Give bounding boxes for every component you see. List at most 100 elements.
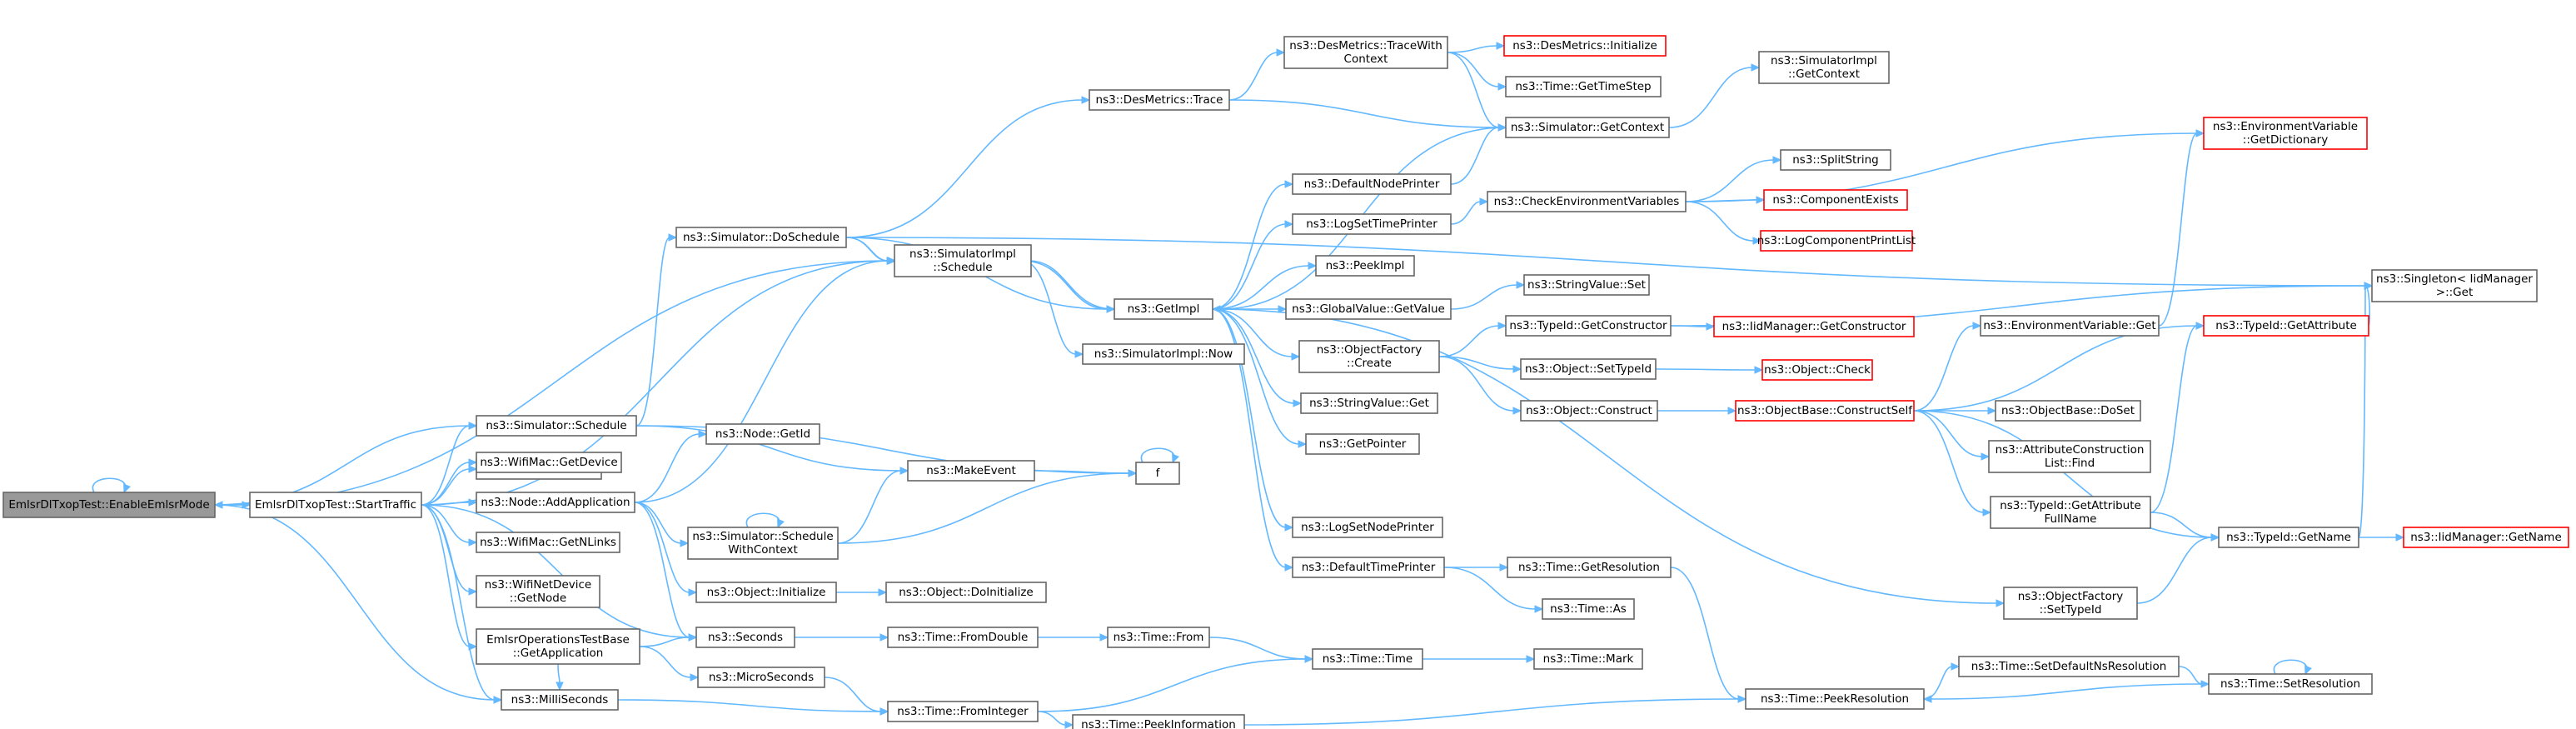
edge-arrowhead xyxy=(1278,305,1288,313)
node-nodegetid[interactable]: ns3::Node::GetId xyxy=(705,423,820,445)
node-label: ns3::MilliSeconds xyxy=(511,693,609,707)
node-logsettime[interactable]: ns3::LogSetTimePrinter xyxy=(1292,213,1452,235)
node-timefrom[interactable]: ns3::Time::From xyxy=(1107,627,1210,648)
node-box xyxy=(1292,173,1452,195)
edge-emlsrops-to-seconds xyxy=(639,637,690,647)
node-simimplnow[interactable]: ns3::SimulatorImpl::Now xyxy=(1082,343,1245,365)
node-doschedule[interactable]: ns3::Simulator::DoSchedule xyxy=(675,227,847,248)
node-box xyxy=(476,532,620,553)
node-envgetdict[interactable]: ns3::EnvironmentVariable::GetDictionary xyxy=(2203,117,2368,150)
node-setresolution[interactable]: ns3::Time::SetResolution xyxy=(2208,673,2373,695)
edge-arrowhead xyxy=(493,696,503,704)
node-singleton[interactable]: ns3::Singleton< IidManager>::Get xyxy=(2371,269,2538,302)
node-box xyxy=(1713,316,1915,337)
edge-checkenv-to-splitstring xyxy=(1685,159,1775,202)
edge-arrowhead xyxy=(887,257,897,265)
node-box xyxy=(695,582,837,603)
node-setdefaultns[interactable]: ns3::Time::SetDefaultNsResolution xyxy=(1958,656,2180,677)
node-objsettypeid[interactable]: ns3::Object::SetTypeId xyxy=(1520,358,1657,380)
edge-arrowhead xyxy=(1304,655,1314,663)
node-globalvalue[interactable]: ns3::GlobalValue::GetValue xyxy=(1285,298,1452,320)
node-label: ns3::TypeId::GetAttribute xyxy=(2000,499,2141,512)
node-simgetctx[interactable]: ns3::Simulator::GetContext xyxy=(1505,117,1670,138)
node-deftimeprinter[interactable]: ns3::DefaultTimePrinter xyxy=(1292,557,1445,578)
node-f[interactable]: f xyxy=(1135,462,1180,485)
edge-schedwithctx-to-schedwithctx xyxy=(745,512,780,528)
node-strvalget[interactable]: ns3::StringValue::Get xyxy=(1300,392,1438,414)
node-compexists[interactable]: ns3::ComponentExists xyxy=(1763,189,1908,211)
node-objdoinit[interactable]: ns3::Object::DoInitialize xyxy=(885,582,1047,603)
edge-start-to-emlsrops xyxy=(421,504,471,647)
node-emlsrops[interactable]: EmlsrOperationsTestBase::GetApplication xyxy=(476,628,640,665)
node-typeidgetattr[interactable]: ns3::TypeId::GetAttribute xyxy=(2203,315,2369,337)
node-peekimpl[interactable]: ns3::PeekImpl xyxy=(1315,255,1415,277)
node-timemark[interactable]: ns3::Time::Mark xyxy=(1533,648,1643,670)
node-getpointer[interactable]: ns3::GetPointer xyxy=(1305,433,1420,455)
node-getdevice[interactable]: ns3::WifiMac::GetDevice xyxy=(476,452,622,473)
node-objcheck[interactable]: ns3::Object::Check xyxy=(1761,359,1873,381)
node-enable[interactable]: EmlsrDlTxopTest::EnableEmlsrMode xyxy=(2,492,216,518)
node-start[interactable]: EmlsrDlTxopTest::StartTraffic xyxy=(249,492,422,518)
node-desmetinit[interactable]: ns3::DesMetrics::Initialize xyxy=(1503,35,1667,57)
node-getnlinks[interactable]: ns3::WifiMac::GetNLinks xyxy=(476,532,620,553)
node-strvalset[interactable]: ns3::StringValue::Set xyxy=(1523,274,1650,296)
edge-globalvalue-to-strvalset xyxy=(1450,284,1518,310)
node-label: ns3::TypeId::GetConstructor xyxy=(1509,319,1667,332)
edge-start-to-seconds xyxy=(421,504,690,638)
edge-arrowhead xyxy=(468,422,478,430)
node-defnodeprinter[interactable]: ns3::DefaultNodePrinter xyxy=(1292,173,1452,195)
edge-simschedule-to-makeevent xyxy=(635,425,902,472)
edge-arrowhead xyxy=(878,588,888,597)
node-box xyxy=(1300,392,1438,414)
edge-arrowhead xyxy=(1727,407,1737,415)
edge-arrowhead xyxy=(1772,156,1782,164)
edge-tracewithctx-to-gettimestep xyxy=(1447,52,1500,87)
node-gettimestep[interactable]: ns3::Time::GetTimeStep xyxy=(1505,76,1662,97)
edge-arrowhead xyxy=(1996,599,2005,607)
node-objfactsettypeid[interactable]: ns3::ObjectFactory::SetTypeId xyxy=(2003,587,2138,620)
node-logsetnode[interactable]: ns3::LogSetNodePrinter xyxy=(1292,517,1443,538)
node-seconds[interactable]: ns3::Seconds xyxy=(695,627,795,648)
node-timeas[interactable]: ns3::Time::As xyxy=(1542,598,1635,620)
node-typeidgetname[interactable]: ns3::TypeId::GetName xyxy=(2218,527,2359,548)
node-timetime[interactable]: ns3::Time::Time xyxy=(1312,648,1423,670)
node-constructself[interactable]: ns3::ObjectBase::ConstructSelf xyxy=(1735,400,1915,422)
node-logcompprint[interactable]: ns3::LogComponentPrintList xyxy=(1757,230,1916,252)
node-frominteger[interactable]: ns3::Time::FromInteger xyxy=(887,701,1039,722)
node-desmetricstrace[interactable]: ns3::DesMetrics::Trace xyxy=(1089,89,1230,111)
node-milli[interactable]: ns3::MilliSeconds xyxy=(501,689,619,711)
node-label: ns3::LogSetTimePrinter xyxy=(1306,217,1437,231)
node-getresolution[interactable]: ns3::Time::GetResolution xyxy=(1507,557,1672,578)
node-getimpl[interactable]: ns3::GetImpl xyxy=(1114,298,1213,320)
node-addapp[interactable]: ns3::Node::AddApplication xyxy=(476,492,635,513)
node-objconstruct[interactable]: ns3::Object::Construct xyxy=(1520,400,1658,422)
node-makeevent[interactable]: ns3::MakeEvent xyxy=(907,460,1035,482)
node-envget[interactable]: ns3::EnvironmentVariable::Get xyxy=(1980,315,2160,337)
node-objinit[interactable]: ns3::Object::Initialize xyxy=(695,582,837,603)
node-label: ns3::WifiNetDevice xyxy=(485,578,591,592)
node-simimplgetctx[interactable]: ns3::SimulatorImpl::GetContext xyxy=(1758,51,1890,84)
node-typeidgetctor[interactable]: ns3::TypeId::GetConstructor xyxy=(1505,315,1672,337)
edge-arrowhead xyxy=(1293,399,1303,407)
node-simimplsched[interactable]: ns3::SimulatorImpl::Schedule xyxy=(894,244,1032,277)
node-checkenv[interactable]: ns3::CheckEnvironmentVariables xyxy=(1487,191,1687,212)
node-box xyxy=(705,423,820,445)
edge-objfactcreate-to-objconstruct xyxy=(1438,356,1515,412)
node-label: >::Get xyxy=(2436,286,2473,299)
node-iidgetname[interactable]: ns3::IidManager::GetName xyxy=(2403,527,2569,548)
node-label: ns3::IidManager::GetConstructor xyxy=(1722,320,1906,333)
node-wifinetdev[interactable]: ns3::WifiNetDevice::GetNode xyxy=(476,575,600,608)
node-fromdouble[interactable]: ns3::Time::FromDouble xyxy=(887,627,1039,648)
node-objbasedoset[interactable]: ns3::ObjectBase::DoSet xyxy=(1995,400,2141,422)
node-micro[interactable]: ns3::MicroSeconds xyxy=(697,667,825,688)
node-objfactcreate[interactable]: ns3::ObjectFactory::Create xyxy=(1298,340,1440,373)
node-iidgetctor[interactable]: ns3::IidManager::GetConstructor xyxy=(1713,316,1915,337)
node-peekinfo[interactable]: ns3::Time::PeekInformation xyxy=(1072,714,1245,729)
node-splitstring[interactable]: ns3::SplitString xyxy=(1780,149,1891,171)
node-peekresolution[interactable]: ns3::Time::PeekResolution xyxy=(1745,688,1925,710)
node-simschedule[interactable]: ns3::Simulator::Schedule xyxy=(476,415,637,437)
